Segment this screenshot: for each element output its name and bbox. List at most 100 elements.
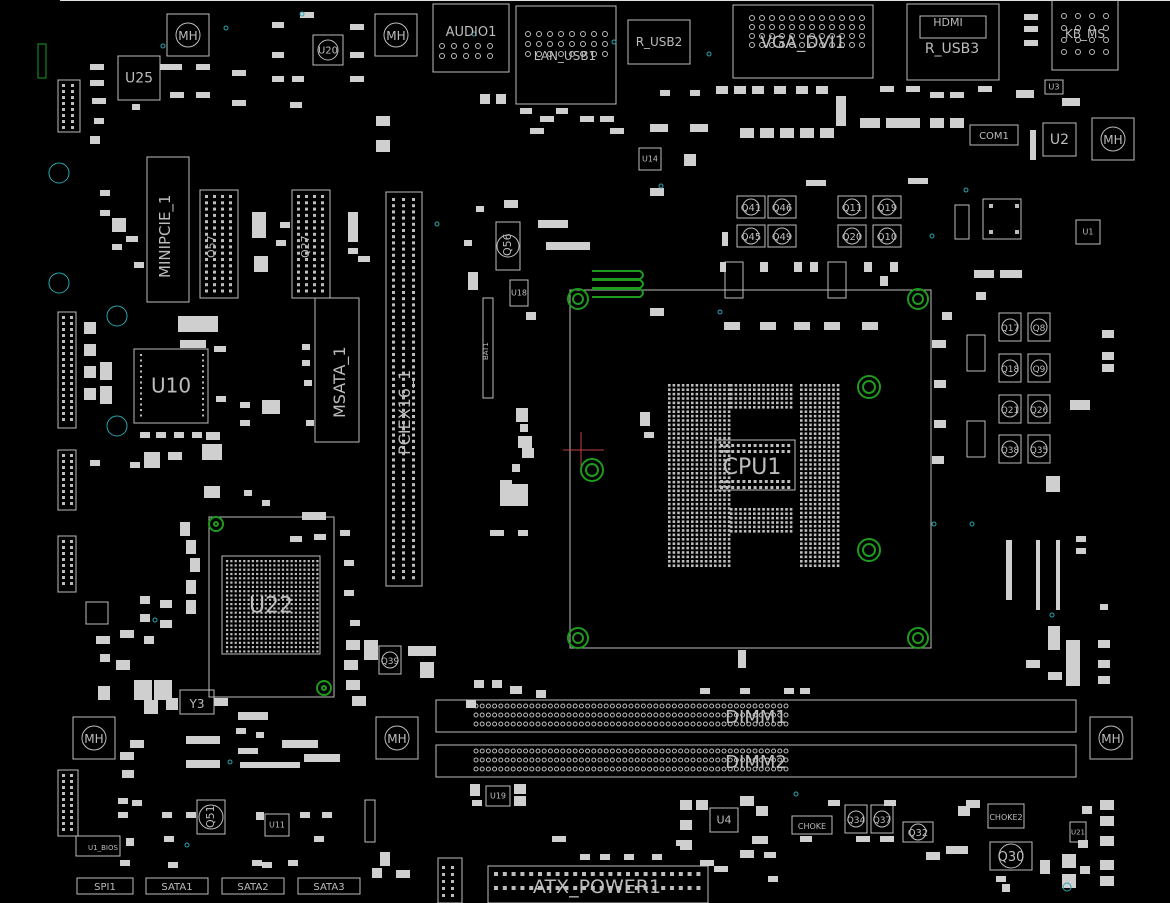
pin	[827, 436, 831, 440]
pin	[316, 581, 319, 584]
pin	[757, 392, 761, 396]
pin	[813, 388, 817, 391]
audio-jack	[432, 3, 510, 73]
pin	[813, 546, 817, 550]
pad	[396, 870, 410, 878]
transistor-body	[1030, 359, 1048, 377]
pin	[269, 646, 272, 649]
pin	[718, 529, 722, 532]
pin	[823, 476, 826, 479]
pin	[818, 516, 821, 519]
pin	[264, 564, 267, 567]
pin	[213, 245, 216, 249]
pin	[205, 201, 208, 205]
pin	[230, 641, 233, 644]
battery	[482, 297, 494, 399]
pin	[303, 628, 306, 631]
label-choke2: CHOKE2	[989, 813, 1022, 822]
pin	[205, 195, 208, 198]
pin	[316, 590, 319, 593]
pin	[260, 581, 263, 584]
pin	[809, 406, 812, 409]
pin	[859, 15, 865, 21]
pin	[813, 476, 817, 479]
pin	[823, 489, 826, 493]
pin	[251, 650, 254, 653]
pin	[695, 423, 699, 427]
pin	[823, 555, 826, 559]
pin	[560, 712, 566, 718]
pad	[492, 680, 502, 688]
pin	[202, 376, 204, 378]
pad	[90, 460, 100, 466]
label-hdmi: HDMI	[933, 16, 962, 29]
pin	[813, 542, 817, 545]
pin	[392, 204, 395, 208]
pin	[299, 650, 302, 653]
pin	[277, 594, 280, 597]
pin	[281, 590, 285, 593]
pin	[273, 633, 276, 636]
pin	[718, 489, 722, 493]
pin	[681, 529, 685, 532]
pin	[412, 545, 415, 549]
pin	[547, 748, 553, 754]
pin	[299, 585, 302, 588]
pin	[734, 512, 738, 515]
pin	[62, 90, 65, 93]
pin	[672, 388, 676, 391]
pin	[779, 15, 785, 21]
pin	[789, 392, 793, 396]
pin	[402, 520, 405, 524]
pin	[813, 458, 817, 462]
pin	[723, 414, 726, 418]
pin	[316, 624, 319, 627]
pin	[714, 432, 717, 435]
pin	[776, 406, 779, 409]
pin	[785, 516, 788, 520]
pin	[681, 551, 685, 554]
pad	[468, 272, 478, 290]
pin	[492, 766, 498, 772]
pin	[251, 581, 254, 584]
pin	[269, 572, 272, 576]
pin	[412, 396, 415, 400]
pin	[704, 397, 708, 400]
pad	[238, 712, 268, 720]
pin	[498, 703, 504, 709]
pin	[402, 526, 405, 530]
transistor-body	[773, 227, 791, 245]
pin	[273, 598, 276, 601]
pad	[836, 96, 846, 126]
pin	[823, 445, 826, 449]
pin	[402, 322, 405, 325]
hole	[383, 22, 409, 48]
pin	[766, 392, 770, 396]
pin	[771, 388, 774, 391]
pin	[800, 388, 803, 391]
mounting-ring	[213, 521, 219, 527]
pin	[260, 572, 263, 576]
pin	[721, 712, 727, 718]
pin	[294, 568, 297, 571]
pin	[770, 486, 774, 489]
pin	[62, 490, 65, 493]
pad	[214, 698, 228, 706]
pin	[668, 533, 671, 537]
pad	[1100, 604, 1108, 610]
pad	[364, 640, 378, 660]
pin	[714, 524, 717, 528]
pin	[281, 637, 285, 640]
pin	[686, 524, 689, 528]
pin	[800, 432, 803, 435]
pin	[672, 564, 676, 567]
pin	[785, 401, 788, 405]
label-q9: Q9	[1033, 365, 1046, 375]
board-top-edge	[60, 0, 1170, 1]
pin	[277, 577, 280, 580]
pin	[221, 213, 224, 217]
pin	[691, 555, 694, 559]
pin	[273, 564, 276, 567]
pin	[647, 748, 653, 754]
pin	[686, 388, 689, 391]
